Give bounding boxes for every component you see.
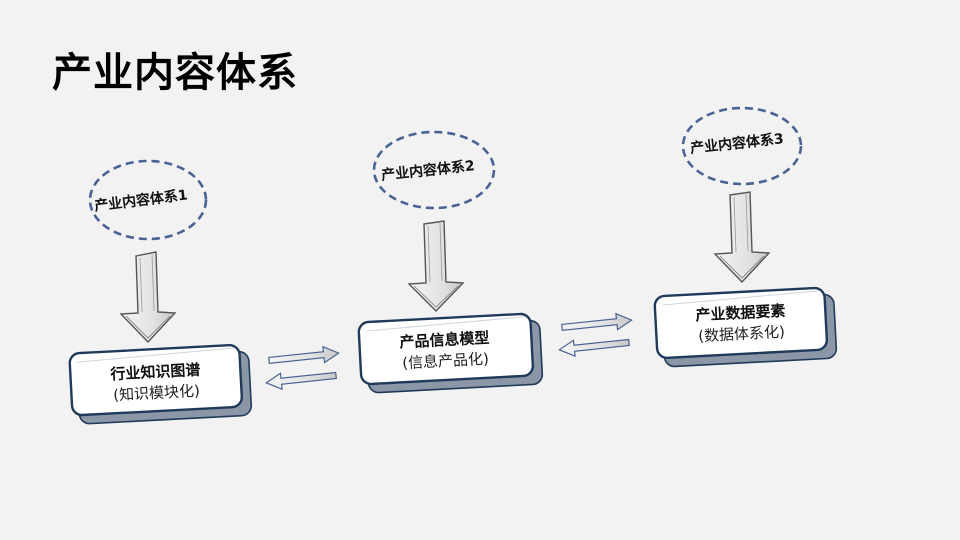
node-ellipse-3 <box>681 106 803 186</box>
node-ellipse-1 <box>88 159 208 241</box>
down-arrow-icon <box>407 220 465 312</box>
double-arrow-icon <box>558 312 633 358</box>
double-arrow-icon <box>265 345 340 391</box>
box-3 <box>653 286 838 368</box>
box-2 <box>357 312 544 394</box>
box-2-text: 产品信息模型 (信息产品化) <box>370 326 520 376</box>
box-3-text: 产业数据要素 (数据体系化) <box>665 299 817 349</box>
down-arrow-icon <box>119 251 177 344</box>
page-title: 产业内容体系 <box>52 50 298 96</box>
box-1 <box>68 344 253 425</box>
node-ellipse-2 <box>372 130 496 210</box>
box-1-text: 行业知识图谱 (知识模块化) <box>81 358 231 408</box>
down-arrow-icon <box>713 191 771 284</box>
